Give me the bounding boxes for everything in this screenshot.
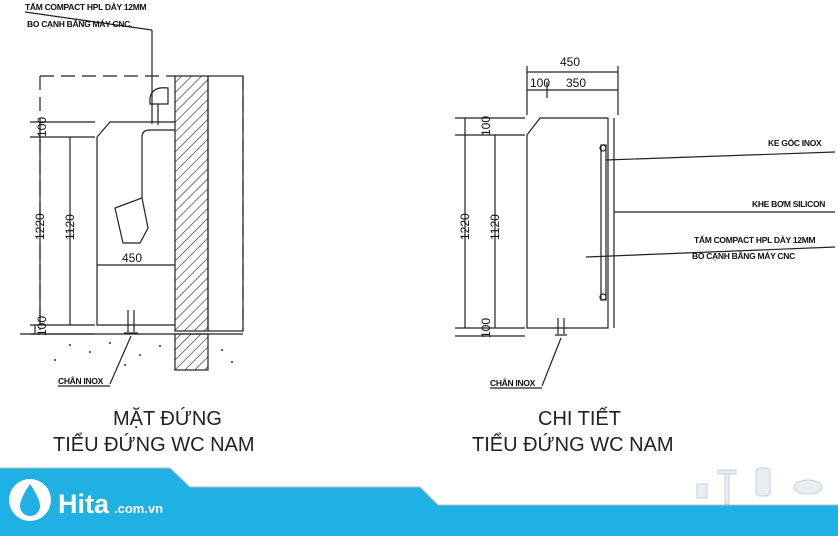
dim-bottom: 100: [35, 316, 49, 336]
panel-note-line1-right: TẤM COMPACT HPL DÀY 12MM: [694, 235, 815, 245]
title-line2: TIỂU ĐỨNG WC NAM: [53, 433, 255, 456]
title-line1: MẶT ĐỨNG: [113, 407, 222, 430]
panel-note-line1: TẤM COMPACT HPL DÀY 12MM: [25, 2, 146, 12]
dim-top: 100: [35, 117, 49, 137]
dim-total: 1220: [33, 213, 47, 240]
dim-panel-right: 1120: [488, 214, 502, 240]
sanitary-products-image: [696, 467, 823, 505]
title-line2-right: TIỂU ĐỨNG WC NAM: [472, 433, 674, 456]
dim-width-panel: 350: [566, 76, 586, 90]
dim-width: 450: [122, 251, 142, 265]
elevation-drawing: [20, 11, 244, 387]
dim-width-total: 450: [560, 55, 580, 69]
panel-note-line2-right: BO CẠNH BẰNG MÁY CNC: [692, 251, 795, 261]
leg-label-right: CHÂN INOX: [490, 377, 536, 388]
dim-panel: 1120: [63, 214, 77, 240]
brand-name: Hita: [58, 489, 110, 519]
dim-bottom-right: 100: [479, 318, 493, 338]
footer-banner: [0, 467, 838, 536]
label-bracket: KE GÓC INOX: [768, 137, 822, 148]
brand-domain: .com.vn: [114, 501, 163, 516]
hita-logo: [9, 479, 51, 521]
label-silicone: KHE BƠM SILICON: [752, 199, 825, 209]
detail-drawing: [455, 66, 836, 389]
panel-note-line2: BO CẠNH BẰNG MÁY CNC.: [27, 19, 132, 29]
leg-label: CHÂN INOX: [58, 375, 104, 386]
dim-offset: 100: [530, 76, 550, 90]
title-line1-right: CHI TIẾT: [538, 407, 621, 430]
dim-top-right: 100: [479, 116, 493, 136]
dim-total-right: 1220: [458, 213, 472, 240]
